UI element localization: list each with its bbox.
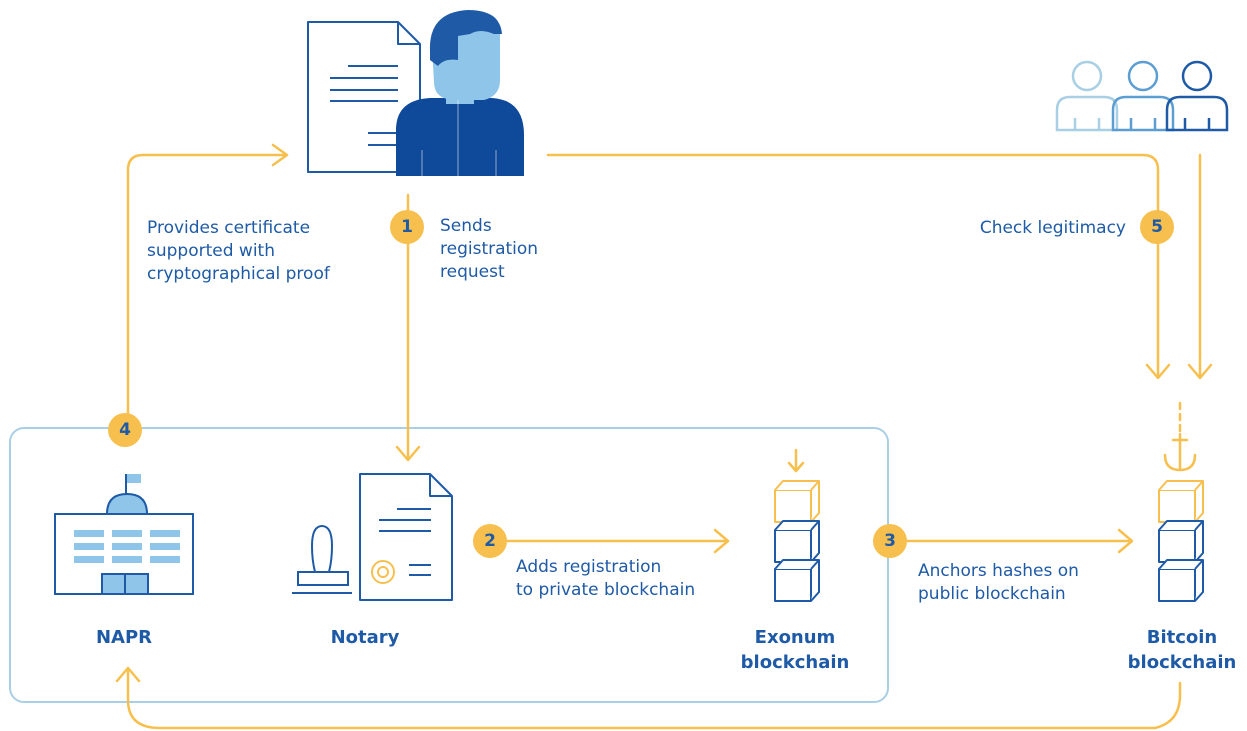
certificate-return-arrow (126, 153, 287, 432)
step-1-line-3: request (440, 262, 505, 282)
bottom-loop-arrowhead (115, 666, 141, 683)
step-5-badge: 5 (1140, 210, 1174, 244)
step-2-line-2: to private blockchain (516, 580, 696, 600)
registration-arrowhead (713, 528, 730, 554)
step-1-line-1: Sends (440, 216, 492, 236)
step-1-line-2: registration (440, 239, 539, 259)
person-icon (396, 10, 524, 176)
notary-document-icon (359, 473, 453, 601)
step-3-badge: 3 (873, 524, 907, 558)
anchor-arrowhead (1117, 528, 1134, 554)
document-icon (307, 21, 421, 173)
step-3-line-2: public blockchain (918, 584, 1066, 604)
exonum-label-line-2: blockchain (740, 652, 850, 673)
anchor-icon (1163, 432, 1197, 472)
notary-label: Notary (330, 627, 400, 648)
public-users-icon (1055, 60, 1229, 132)
step-1-badge: 1 (390, 210, 424, 244)
step-5-line-1: Check legitimacy (979, 218, 1126, 238)
certificate-arrowhead (271, 143, 289, 167)
bitcoin-blocks-icon (1158, 480, 1204, 602)
bitcoin-label-line-1: Bitcoin (1146, 627, 1218, 648)
bitcoin-label-line-2: blockchain (1127, 652, 1237, 673)
exonum-input-arrowhead (787, 461, 805, 473)
exonum-label-line-1: Exonum (754, 627, 836, 648)
private-system-frame (9, 427, 889, 703)
step-2-badge: 2 (473, 524, 507, 558)
bottom-loop-arrow (126, 668, 1182, 730)
napr-building-icon (54, 474, 194, 595)
step-4-line-3: cryptographical proof (147, 264, 330, 284)
step-4-badge: 4 (108, 413, 142, 447)
step-4-line-2: supported with (147, 241, 275, 261)
request-arrowhead (395, 445, 421, 462)
step-4-line-1: Provides certificate (147, 218, 311, 238)
step-2-line-1: Adds registration (516, 557, 662, 577)
step-3-line-1: Anchors hashes on (918, 561, 1079, 581)
public-users-arrowhead (1187, 363, 1213, 380)
step-4-text: Provides certificate supported with cryp… (147, 217, 330, 286)
napr-label: NAPR (95, 627, 153, 648)
stamp-icon (292, 524, 352, 594)
check-legitimacy-arrowhead (1145, 363, 1171, 380)
step-2-text: Adds registration to private blockchain (516, 556, 695, 602)
check-legitimacy-arrow (546, 153, 1160, 379)
exonum-blocks-icon (774, 480, 820, 602)
step-3-text: Anchors hashes on public blockchain (918, 560, 1079, 606)
step-1-text: Sends registration request (440, 215, 538, 284)
step-5-text: Check legitimacy (960, 217, 1126, 240)
exonum-label: Exonum blockchain (720, 625, 870, 675)
bitcoin-label: Bitcoin blockchain (1117, 625, 1247, 675)
